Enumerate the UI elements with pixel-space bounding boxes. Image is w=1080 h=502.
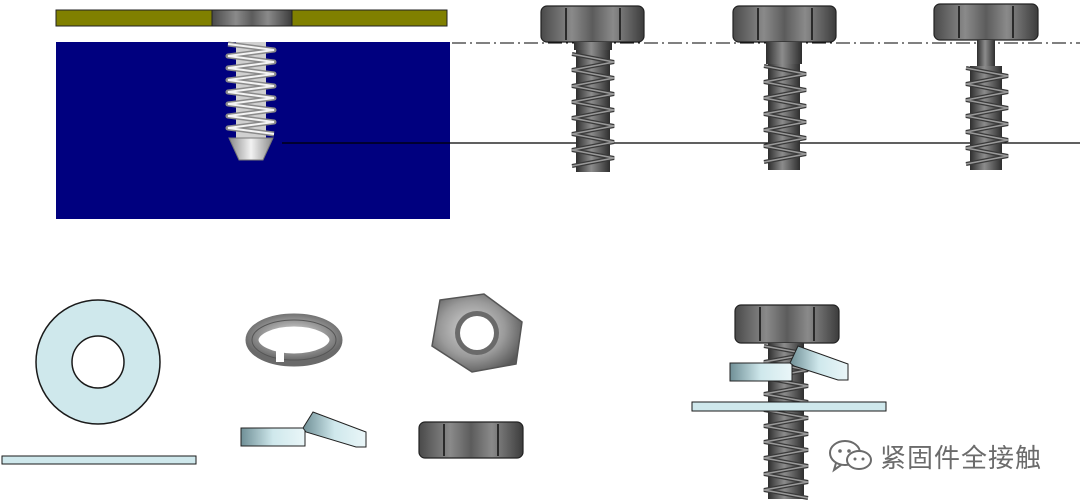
watermark: 紧固件全接触: [828, 436, 1042, 476]
flat-washer-side-view: [1, 455, 197, 465]
hex-nut: [418, 293, 524, 459]
spring-lock-washer-side-view: [240, 411, 367, 448]
self-tapping-screw: [225, 41, 277, 161]
screw-head-in-plate: [211, 9, 293, 27]
wechat-icon: [829, 440, 872, 473]
assembly-spring-washer: [729, 345, 849, 382]
hex-bolt-reduced-shank: [732, 5, 837, 170]
watermark-text: 紧固件全接触: [880, 443, 1043, 474]
hex-bolt-thin-shank: [933, 3, 1039, 170]
flat-washer: [1, 299, 197, 465]
assembly-flat-washer: [691, 401, 887, 412]
hex-bolt-full-thread: [540, 5, 645, 172]
screw-in-block-cross-section: [55, 9, 450, 219]
hex-nut-side-view: [418, 421, 524, 459]
bolt-assembly-with-washers: [691, 304, 887, 500]
spring-lock-washer: [240, 313, 367, 448]
